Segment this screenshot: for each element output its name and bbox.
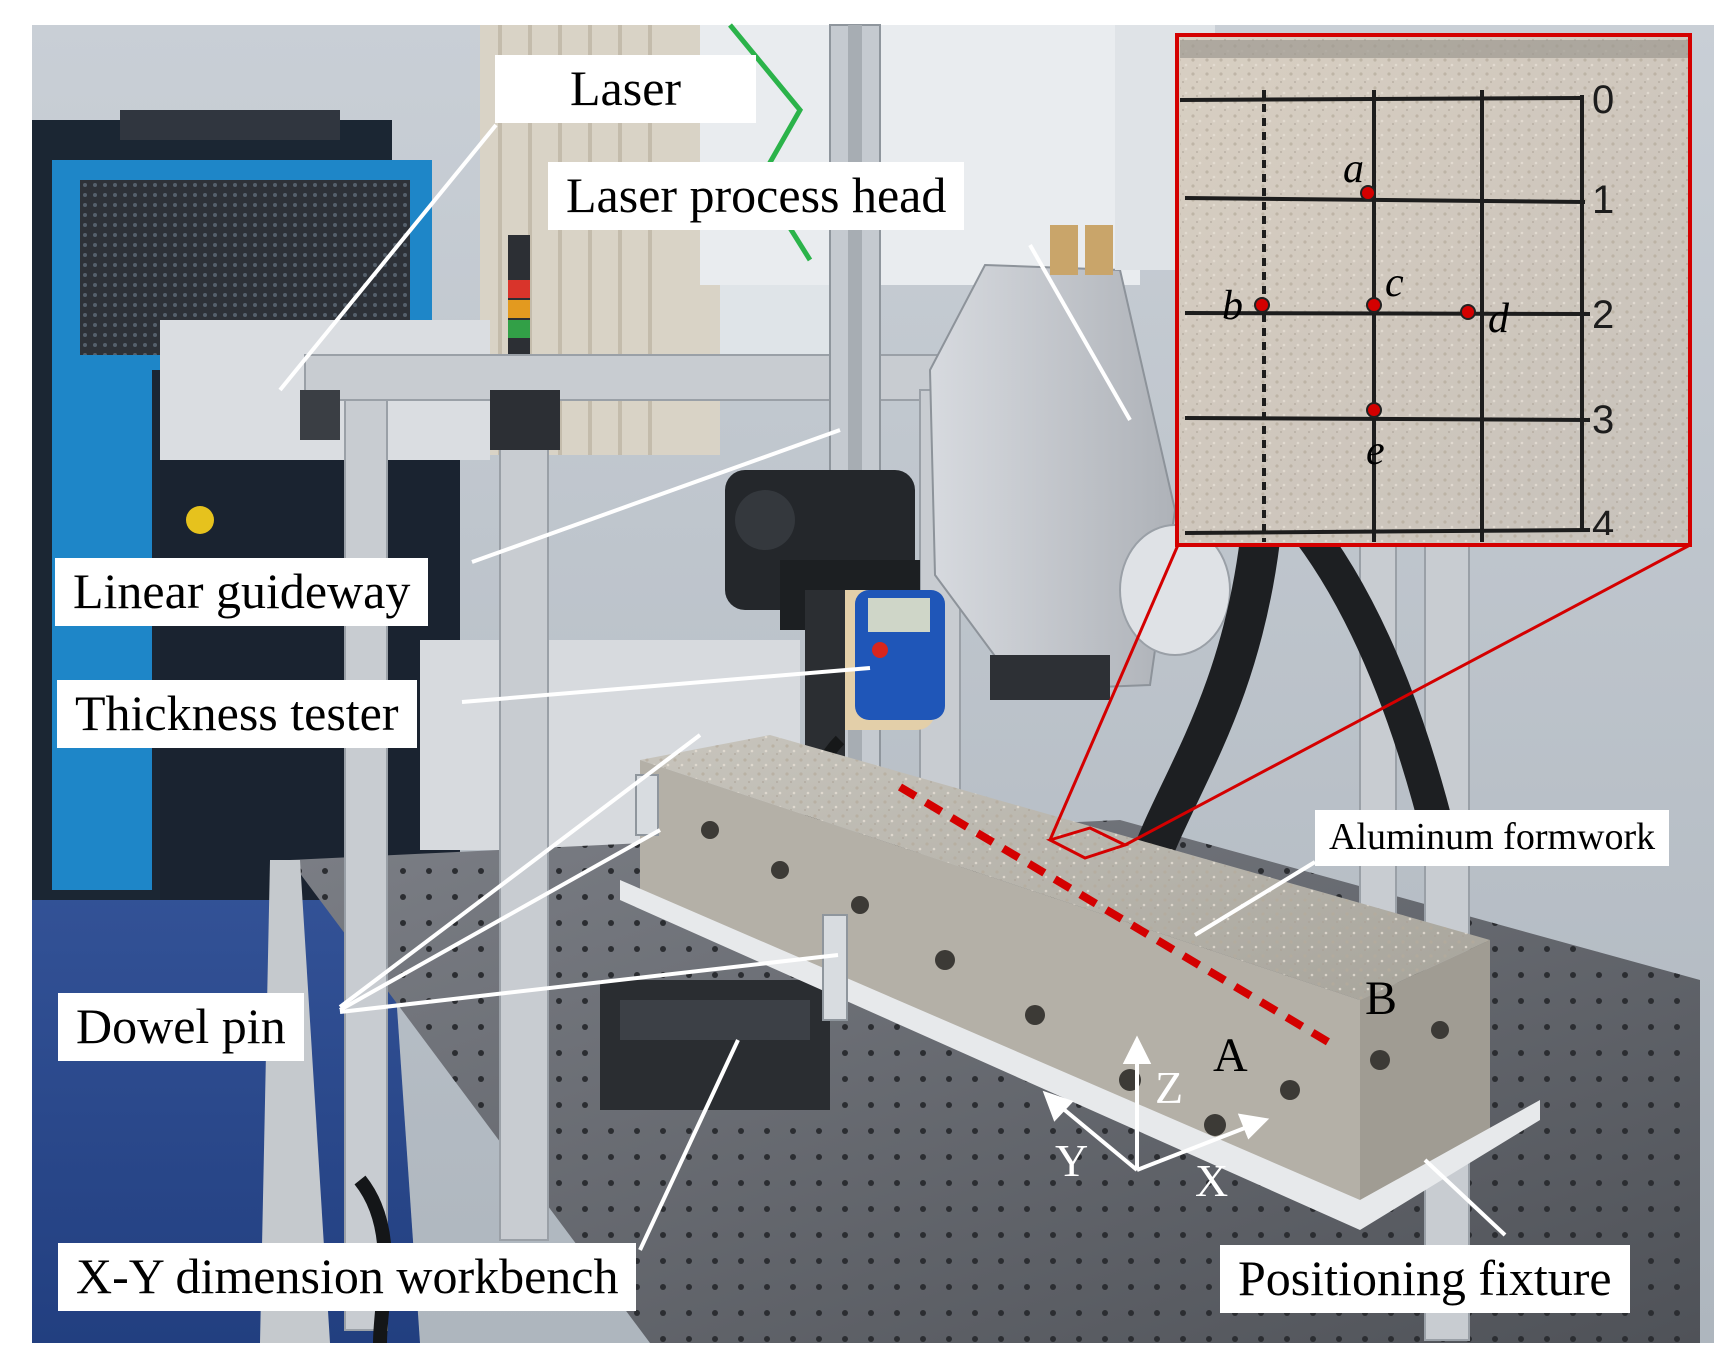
axis-x-label: X	[1195, 1155, 1229, 1206]
axis-z-label: Z	[1155, 1062, 1184, 1113]
inset-zoom	[1175, 33, 1692, 547]
label-xy-workbench: X-Y dimension workbench	[58, 1243, 637, 1311]
axis-y-label: Y	[1055, 1135, 1089, 1186]
marker-b: B	[1365, 972, 1398, 1025]
label-laser: Laser	[495, 55, 757, 123]
marker-a: A	[1213, 1029, 1248, 1082]
inset-grid	[1179, 90, 1591, 542]
label-laser-process-head: Laser process head	[548, 162, 965, 230]
label-linear-guideway: Linear guideway	[55, 558, 429, 626]
label-positioning-fixture: Positioning fixture	[1220, 1245, 1630, 1313]
label-thickness-tester: Thickness tester	[57, 680, 417, 748]
scan-path-line	[897, 783, 1333, 1047]
label-aluminum-formwork: Aluminum formwork	[1315, 810, 1670, 866]
label-dowel-pin: Dowel pin	[58, 993, 304, 1061]
